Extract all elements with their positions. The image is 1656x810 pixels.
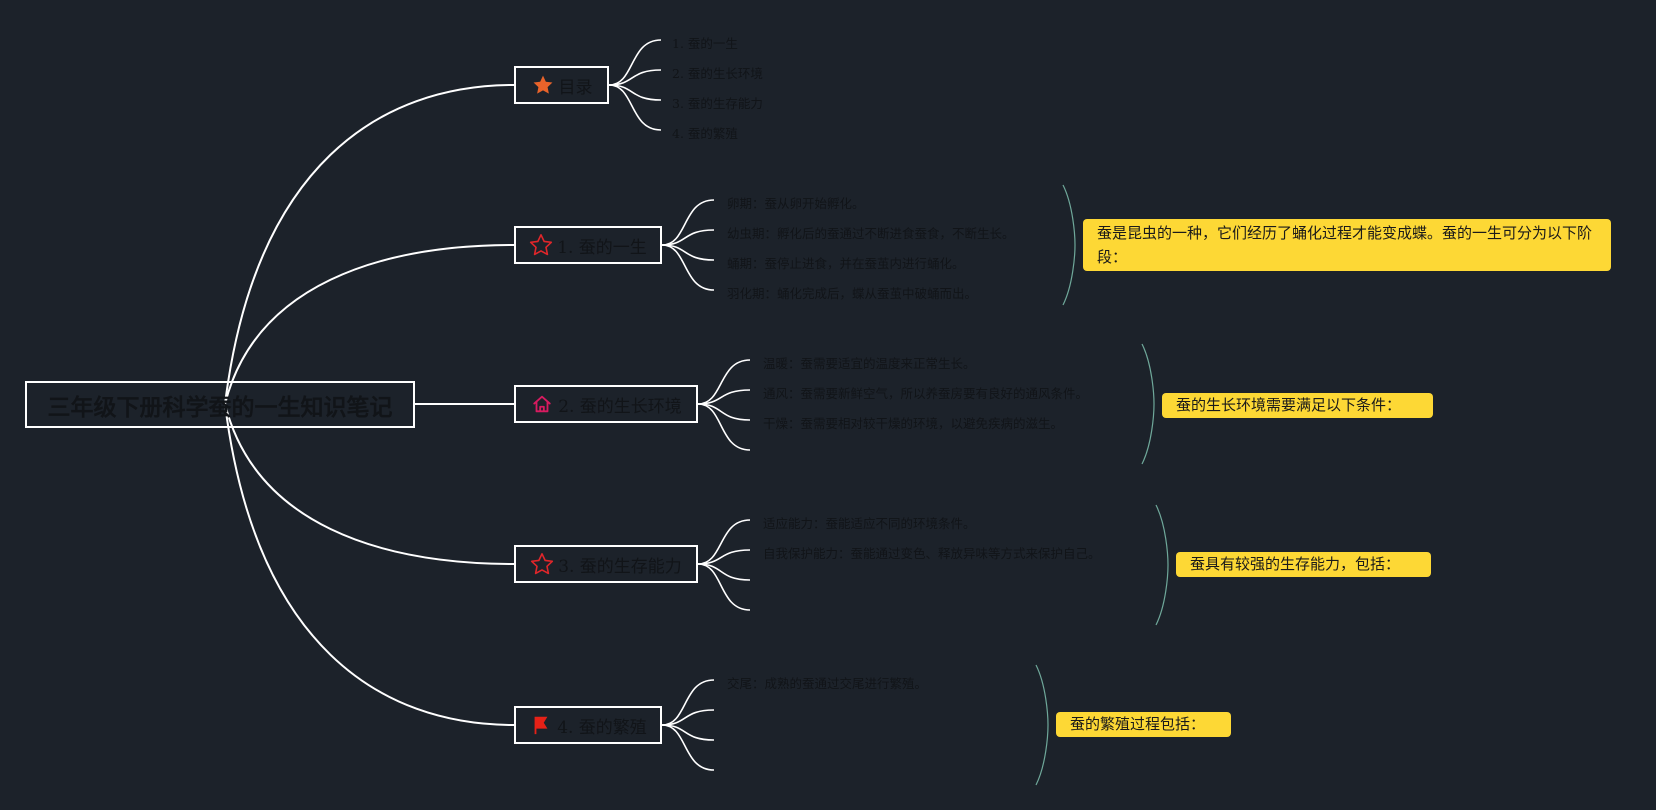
link-root-toc [224, 84, 515, 405]
topic-section-1[interactable]: 1. 蚕的一生 [514, 226, 662, 264]
section-3-item[interactable]: 自我保护能力：蚕能通过变色、释放异味等方式来保护自己。 [763, 546, 1101, 561]
summary-bracket-section-4 [1035, 664, 1049, 786]
toc-item[interactable]: 3. 蚕的生存能力 [672, 96, 763, 111]
link-section-2-item [697, 359, 751, 405]
section-2-summary[interactable]: 蚕的生长环境需要满足以下条件： [1162, 393, 1433, 418]
section-2-item[interactable]: 干燥：蚕需要相对较干燥的环境，以避免疾病的滋生。 [763, 416, 1064, 431]
section-4-item[interactable]: 交尾：成熟的蚕通过交尾进行繁殖。 [727, 676, 928, 691]
topic-section-3[interactable]: 3. 蚕的生存能力 [514, 545, 698, 583]
star-outline-icon [529, 233, 553, 257]
link-root-section-3 [224, 403, 515, 565]
flag-icon [529, 713, 553, 737]
topic-section-2-label: 2. 蚕的生长环境 [558, 396, 682, 417]
link-section-4-item [661, 724, 715, 771]
link-section-1-item [661, 199, 715, 246]
section-1-item[interactable]: 蛹期：蚕停止进食，并在蚕茧内进行蛹化。 [727, 256, 965, 271]
house-icon [530, 392, 554, 416]
topic-section-4[interactable]: 4. 蚕的繁殖 [514, 706, 662, 744]
section-3-summary[interactable]: 蚕具有较强的生存能力，包括： [1176, 552, 1431, 577]
link-section-2-item [697, 403, 751, 451]
toc-item[interactable]: 2. 蚕的生长环境 [672, 66, 763, 81]
star-filled-icon [531, 73, 555, 97]
section-1-item[interactable]: 幼虫期：孵化后的蚕通过不断进食蚕食，不断生长。 [727, 226, 1015, 241]
summary-bracket-section-2 [1141, 343, 1155, 465]
root-topic[interactable]: 三年级下册科学蚕的一生知识笔记 [25, 381, 415, 428]
topic-section-1-label: 1. 蚕的一生 [557, 237, 647, 258]
root-topic-label: 三年级下册科学蚕的一生知识笔记 [47, 393, 393, 420]
topic-section-4-label: 4. 蚕的繁殖 [557, 717, 647, 738]
topic-section-3-label: 3. 蚕的生存能力 [558, 556, 682, 577]
link-toc-item [608, 84, 662, 131]
link-root-section-4 [224, 403, 515, 726]
link-section-3-item [697, 519, 751, 565]
summary-bracket-section-1 [1062, 184, 1076, 306]
section-1-item[interactable]: 卵期：蚕从卵开始孵化。 [727, 196, 865, 211]
section-2-item[interactable]: 通风：蚕需要新鲜空气，所以养蚕房要有良好的通风条件。 [763, 386, 1089, 401]
link-toc-item [608, 39, 662, 86]
section-4-summary[interactable]: 蚕的繁殖过程包括： [1056, 712, 1231, 737]
section-3-item[interactable]: 适应能力：蚕能适应不同的环境条件。 [763, 516, 976, 531]
link-section-1-item [661, 244, 715, 291]
section-1-item[interactable]: 羽化期：蛹化完成后，蝶从蚕茧中破蛹而出。 [727, 286, 978, 301]
section-1-summary[interactable]: 蚕是昆虫的一种，它们经历了蛹化过程才能变成蝶。蚕的一生可分为以下阶段： [1083, 219, 1611, 271]
link-section-3-item [697, 563, 751, 611]
link-root-section-1 [224, 244, 515, 405]
topic-toc[interactable]: 目录 [514, 66, 609, 104]
topic-toc-label: 目录 [558, 77, 593, 98]
toc-item[interactable]: 1. 蚕的一生 [672, 36, 738, 51]
star-outline-icon [530, 552, 554, 576]
summary-bracket-section-3 [1155, 504, 1169, 626]
toc-item[interactable]: 4. 蚕的繁殖 [672, 126, 738, 141]
link-section-4-item [661, 679, 715, 726]
topic-section-2[interactable]: 2. 蚕的生长环境 [514, 385, 698, 423]
section-2-item[interactable]: 温暖：蚕需要适宜的温度来正常生长。 [763, 356, 976, 371]
